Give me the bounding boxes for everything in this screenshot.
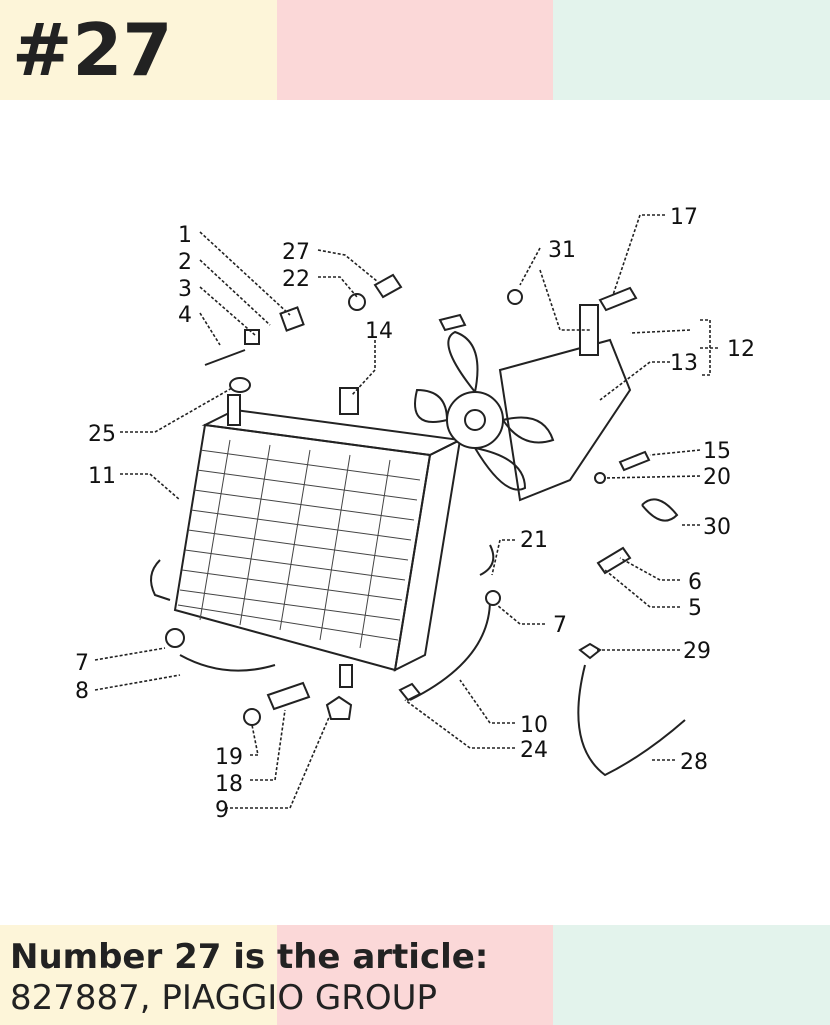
footer-band: [0, 925, 830, 1025]
callout-18: 18: [215, 772, 243, 797]
callout-15: 15: [703, 439, 731, 464]
callout-5: 5: [688, 596, 702, 621]
footer-band-mint: [553, 925, 830, 1025]
article-caption-code: 827887, PIAGGIO GROUP: [10, 978, 438, 1018]
callout-7-right: 7: [553, 613, 567, 638]
small-parts: [165, 273, 686, 777]
callout-11: 11: [88, 464, 116, 489]
callout-9: 9: [215, 798, 229, 823]
header-band-mint: [553, 0, 830, 100]
callout-22: 22: [282, 267, 310, 292]
callout-29: 29: [683, 639, 711, 664]
callout-4: 4: [178, 303, 192, 328]
callout-21: 21: [520, 528, 548, 553]
cooling-fan-illustration: [414, 304, 632, 502]
callout-10: 10: [520, 713, 548, 738]
callout-27: 27: [282, 240, 310, 265]
callout-19: 19: [215, 745, 243, 770]
callout-1: 1: [178, 223, 192, 248]
callout-20: 20: [703, 465, 731, 490]
article-caption-title: Number 27 is the article:: [10, 937, 489, 977]
header-band-pink: [277, 0, 553, 100]
callout-2: 2: [178, 250, 192, 275]
leader-lines: [94, 214, 720, 809]
radiator-illustration: [150, 394, 495, 688]
callout-30: 30: [703, 515, 731, 540]
part-number-badge: #27: [12, 8, 173, 92]
header-band-yellow: [0, 0, 277, 100]
callout-28: 28: [680, 750, 708, 775]
callout-31: 31: [548, 238, 576, 263]
footer-band-yellow: [0, 925, 277, 1025]
callout-3: 3: [178, 277, 192, 302]
callout-12: 12: [727, 337, 755, 362]
callout-13: 13: [670, 351, 698, 376]
callout-24: 24: [520, 738, 548, 763]
exploded-parts-diagram: 1 2 3 4 27 22 14 25 11 7 8 19 18 9 31 17…: [75, 205, 755, 823]
callout-14: 14: [365, 319, 393, 344]
callout-6: 6: [688, 570, 702, 595]
callout-labels: 1 2 3 4 27 22 14 25 11 7 8 19 18 9 31 17…: [75, 205, 755, 823]
callout-8: 8: [75, 679, 89, 704]
header-band: [0, 0, 830, 100]
callout-7-left: 7: [75, 651, 89, 676]
callout-25: 25: [88, 422, 116, 447]
callout-17: 17: [670, 205, 698, 230]
footer-band-pink: [277, 925, 553, 1025]
